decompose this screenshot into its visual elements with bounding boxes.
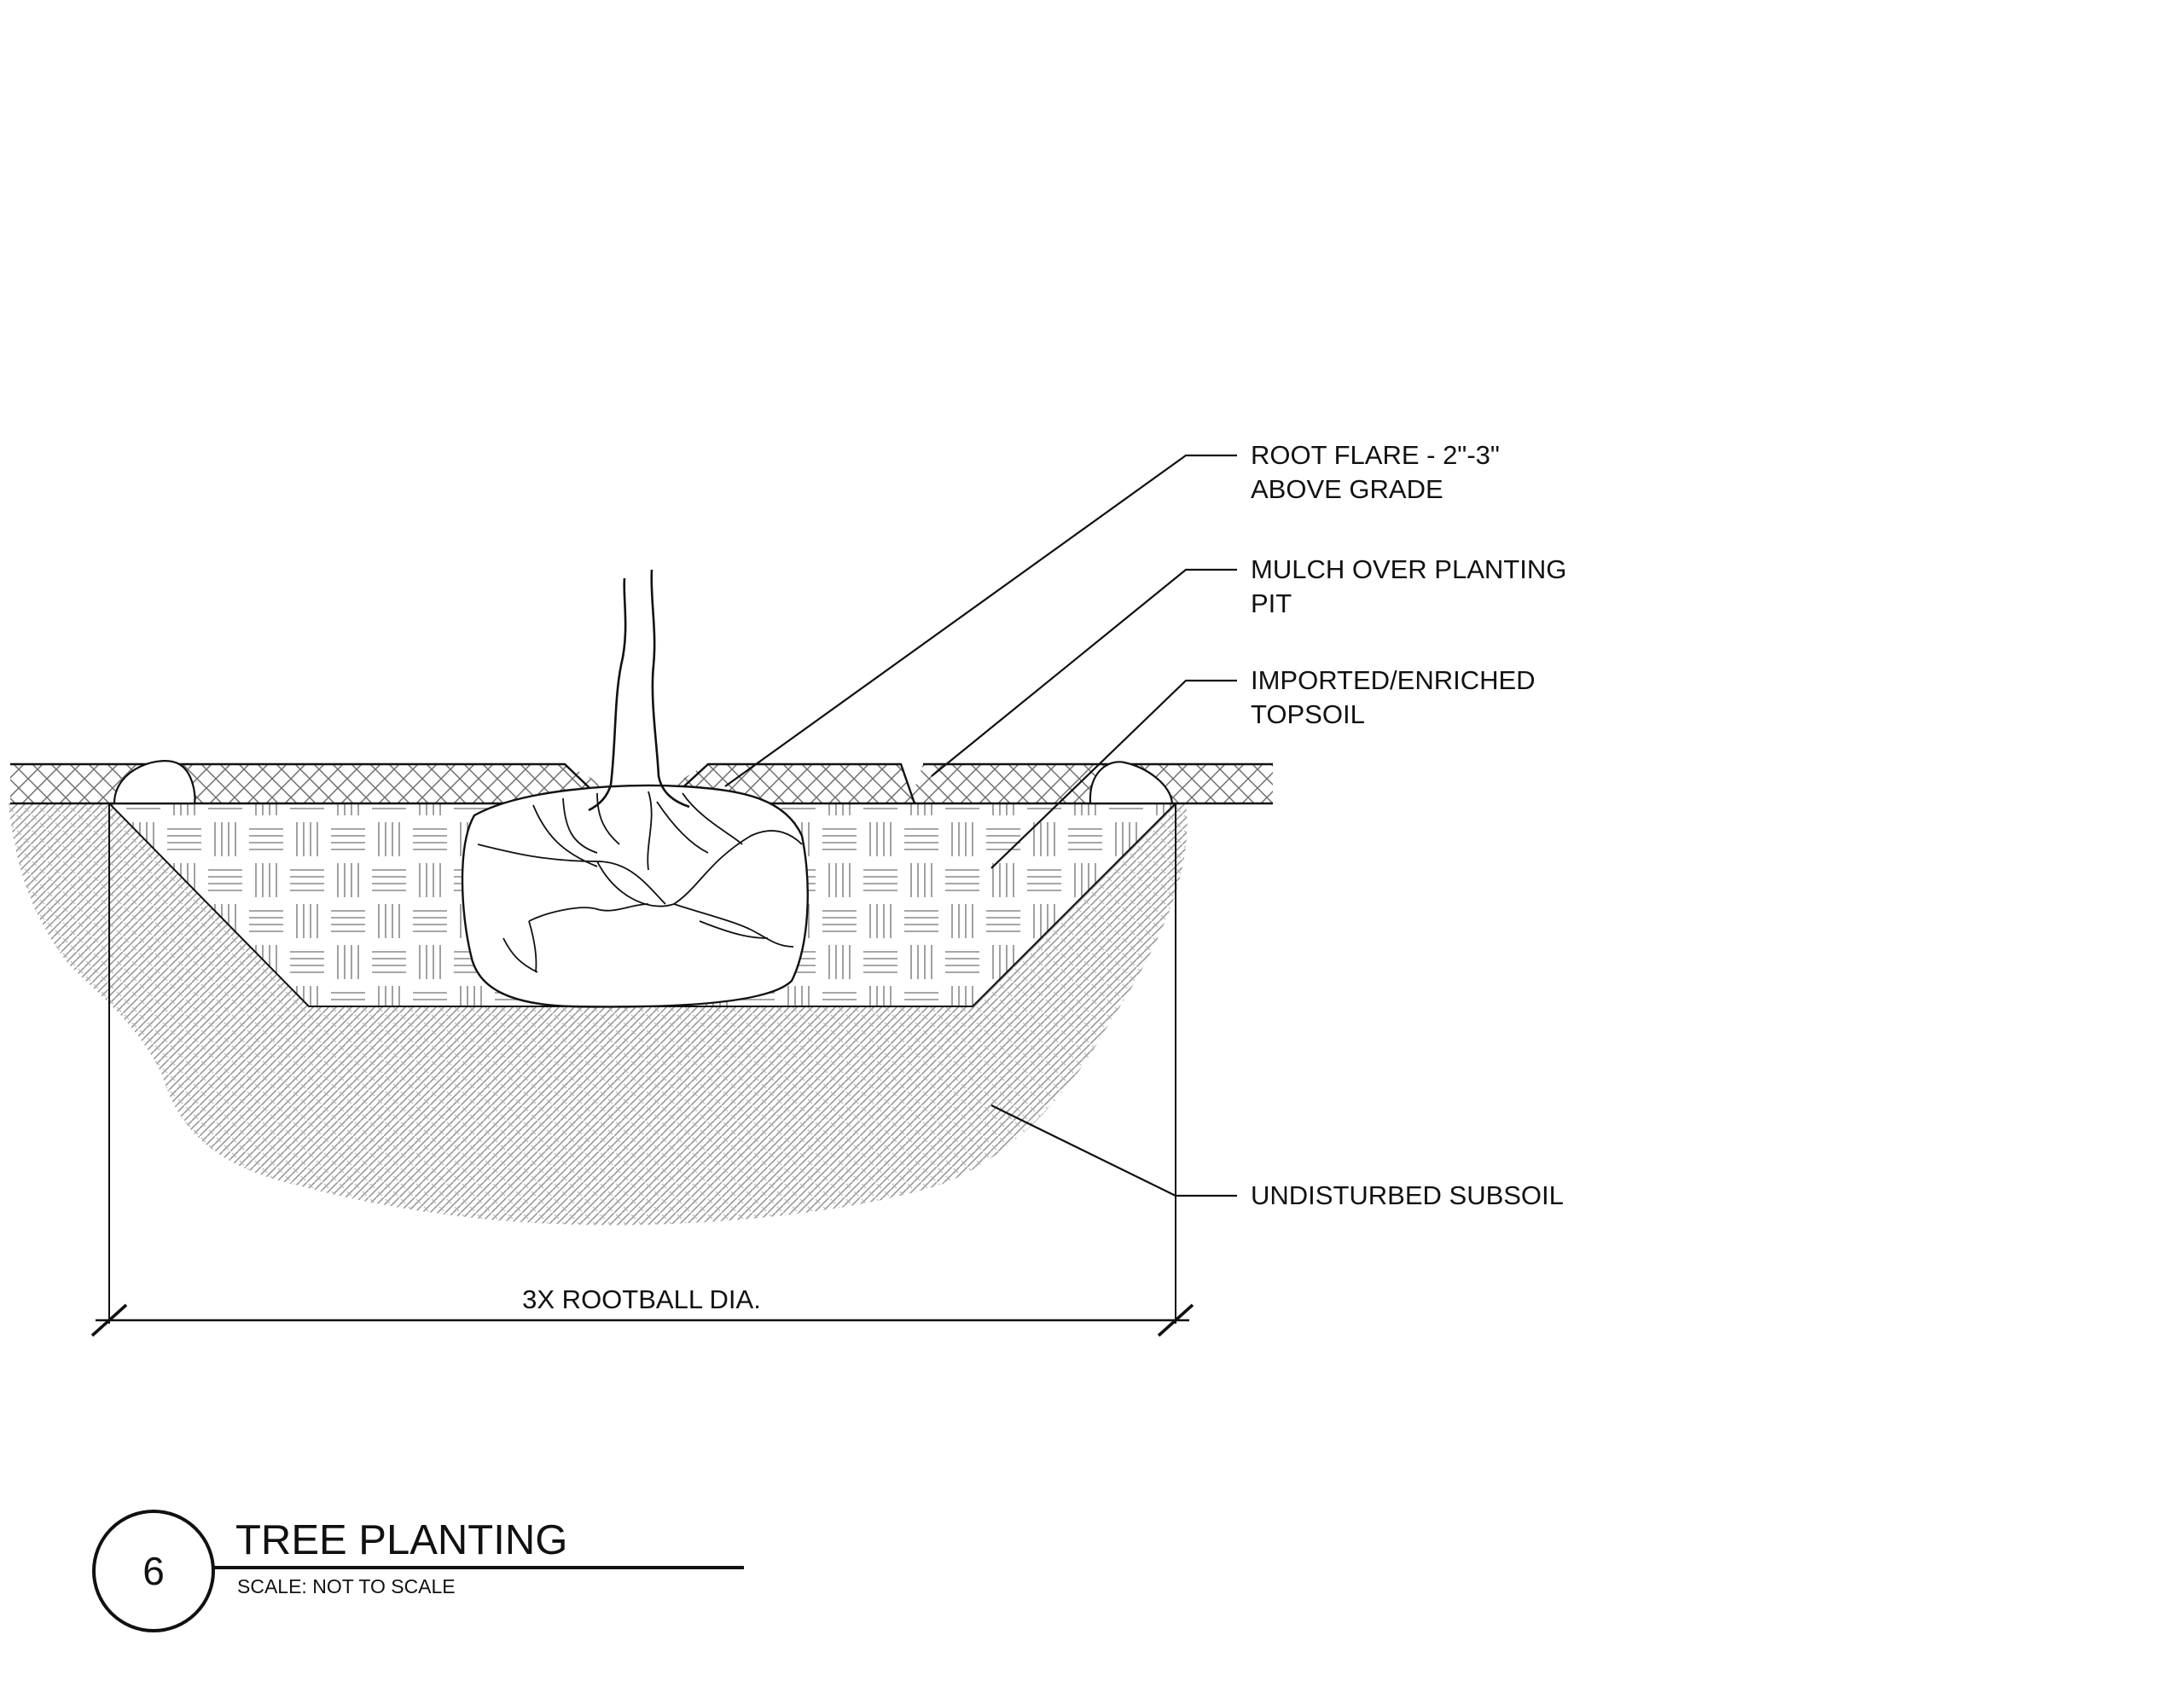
mulch-layer-far-right — [909, 764, 1273, 803]
berm-left — [113, 760, 196, 805]
detail-title-block: 6 TREE PLANTING SCALE: NOT TO SCALE — [92, 1510, 744, 1632]
callout-root-flare-line1: ROOT FLARE - 2"-3" — [1251, 440, 1500, 470]
soil-section — [9, 760, 1273, 1226]
dimension-label: 3X ROOTBALL DIA. — [522, 1284, 761, 1314]
leader-lines — [724, 454, 1237, 1197]
callout-mulch-line1: MULCH OVER PLANTING — [1251, 554, 1566, 584]
tree-trunk — [588, 569, 690, 812]
callout-mulch-line2: PIT — [1251, 588, 1292, 618]
berm-right — [1089, 761, 1174, 805]
callout-root-flare-line2: ABOVE GRADE — [1251, 474, 1443, 504]
detail-scale: SCALE: NOT TO SCALE — [237, 1575, 456, 1597]
root-ball — [461, 784, 809, 1008]
detail-number: 6 — [142, 1549, 165, 1593]
detail-title: TREE PLANTING — [235, 1517, 567, 1563]
callout-topsoil-line1: IMPORTED/ENRICHED — [1251, 665, 1536, 695]
leader-root-flare — [724, 454, 1237, 787]
dimension-extension-lines — [108, 803, 1176, 1324]
mulch-layer-left — [10, 764, 606, 803]
dimension-line — [90, 1303, 1194, 1337]
callout-topsoil-line2: TOPSOIL — [1251, 699, 1365, 729]
callout-subsoil: UNDISTURBED SUBSOIL — [1251, 1180, 1564, 1210]
detail-number-circle — [92, 1510, 215, 1632]
leader-topsoil — [990, 679, 1237, 869]
leader-subsoil — [990, 1104, 1237, 1197]
leader-mulch — [931, 568, 1237, 777]
